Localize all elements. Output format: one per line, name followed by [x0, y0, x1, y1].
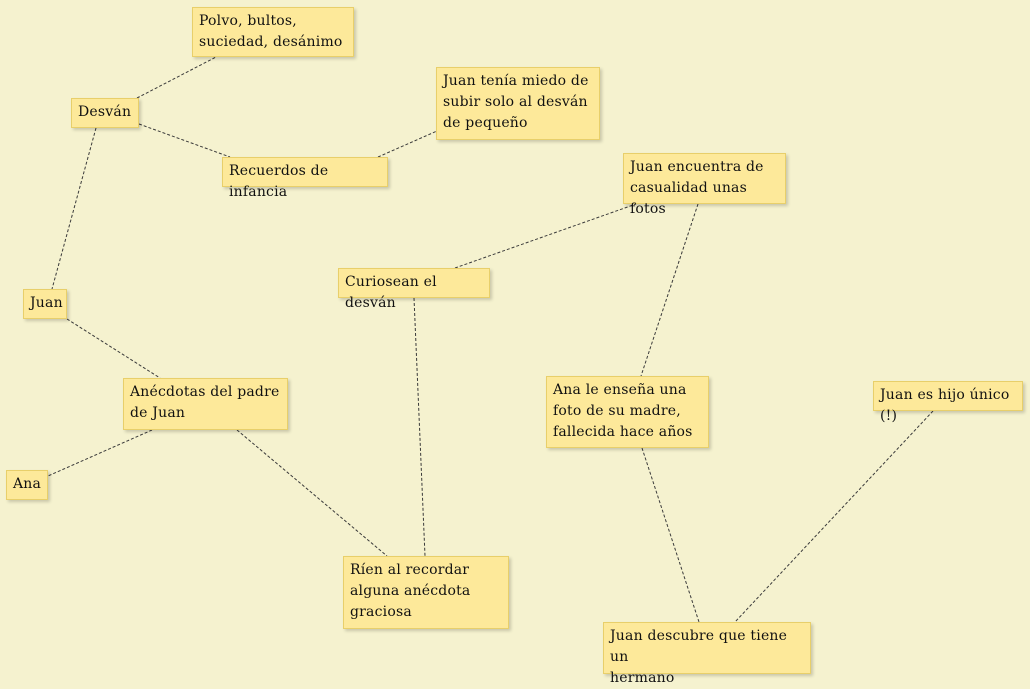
note-juan-tenia-miedo[interactable]: Juan tenía miedo de subir solo al desván…	[436, 67, 600, 140]
note-curiosean-el-desvan[interactable]: Curiosean el desván	[338, 268, 490, 311]
link-hijo-hermano	[734, 410, 934, 623]
note-juan[interactable]: Juan	[23, 289, 67, 319]
note-polvo-bultos[interactable]: Polvo, bultos, suciedad, desánimo	[192, 7, 354, 57]
note-juan-descubre-hermano[interactable]: Juan descubre que tiene un hermano	[603, 622, 811, 686]
link-ensena-hermano	[641, 447, 700, 623]
note-ana-ensena-foto[interactable]: Ana le enseña una foto de su madre, fall…	[546, 376, 709, 448]
link-anecdotas-ana	[47, 429, 153, 477]
note-anecdotas-del-padre[interactable]: Anécdotas del padre de Juan	[123, 378, 288, 430]
note-ana[interactable]: Ana	[6, 470, 48, 500]
link-encuentra-ensena	[640, 203, 699, 377]
note-rien-al-recordar[interactable]: Ríen al recordar alguna anécdota gracios…	[343, 556, 509, 629]
link-juan-anecdotas	[66, 318, 161, 379]
note-desvan[interactable]: Desván	[71, 98, 139, 128]
link-curiosean-encuentra	[454, 203, 637, 269]
link-desvan-juan	[51, 127, 97, 290]
link-anecdotas-rien	[236, 429, 388, 557]
note-juan-encuentra-fotos[interactable]: Juan encuentra de casualidad unas fotos	[623, 153, 786, 217]
link-desvan-polvo	[136, 55, 219, 99]
link-recuerdos-miedo	[377, 130, 438, 158]
note-juan-hijo-unico[interactable]: Juan es hijo único (!)	[873, 381, 1023, 424]
note-recuerdos-de-infancia[interactable]: Recuerdos de infancia	[222, 157, 388, 200]
link-desvan-recuerdos	[138, 123, 231, 158]
link-curiosean-rien	[413, 297, 426, 557]
